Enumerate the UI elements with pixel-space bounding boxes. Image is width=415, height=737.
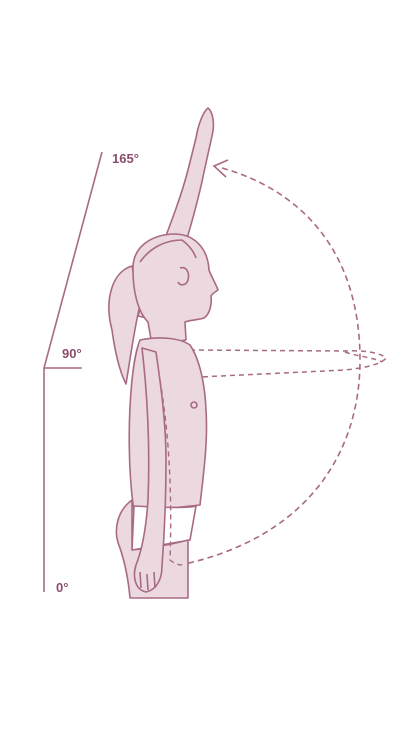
hair-line <box>139 239 197 263</box>
torso <box>128 337 208 513</box>
ponytail <box>108 265 141 385</box>
girl-figure <box>108 107 219 599</box>
hand-fingers <box>139 571 156 591</box>
label-0: 0° <box>56 580 68 595</box>
ear <box>177 266 190 286</box>
label-165: 165° <box>112 151 139 166</box>
navel <box>190 401 198 409</box>
diagonal-165-line <box>43 151 103 369</box>
head <box>132 233 219 346</box>
angle-reference-lines <box>43 151 103 592</box>
horizontal-arm-dashed <box>189 349 387 378</box>
label-90: 90° <box>62 346 82 361</box>
dashed-arm-outline <box>159 379 187 566</box>
arc-arrow-icon <box>212 159 229 178</box>
motion-arc <box>179 167 361 566</box>
lowered-arm <box>133 347 167 593</box>
